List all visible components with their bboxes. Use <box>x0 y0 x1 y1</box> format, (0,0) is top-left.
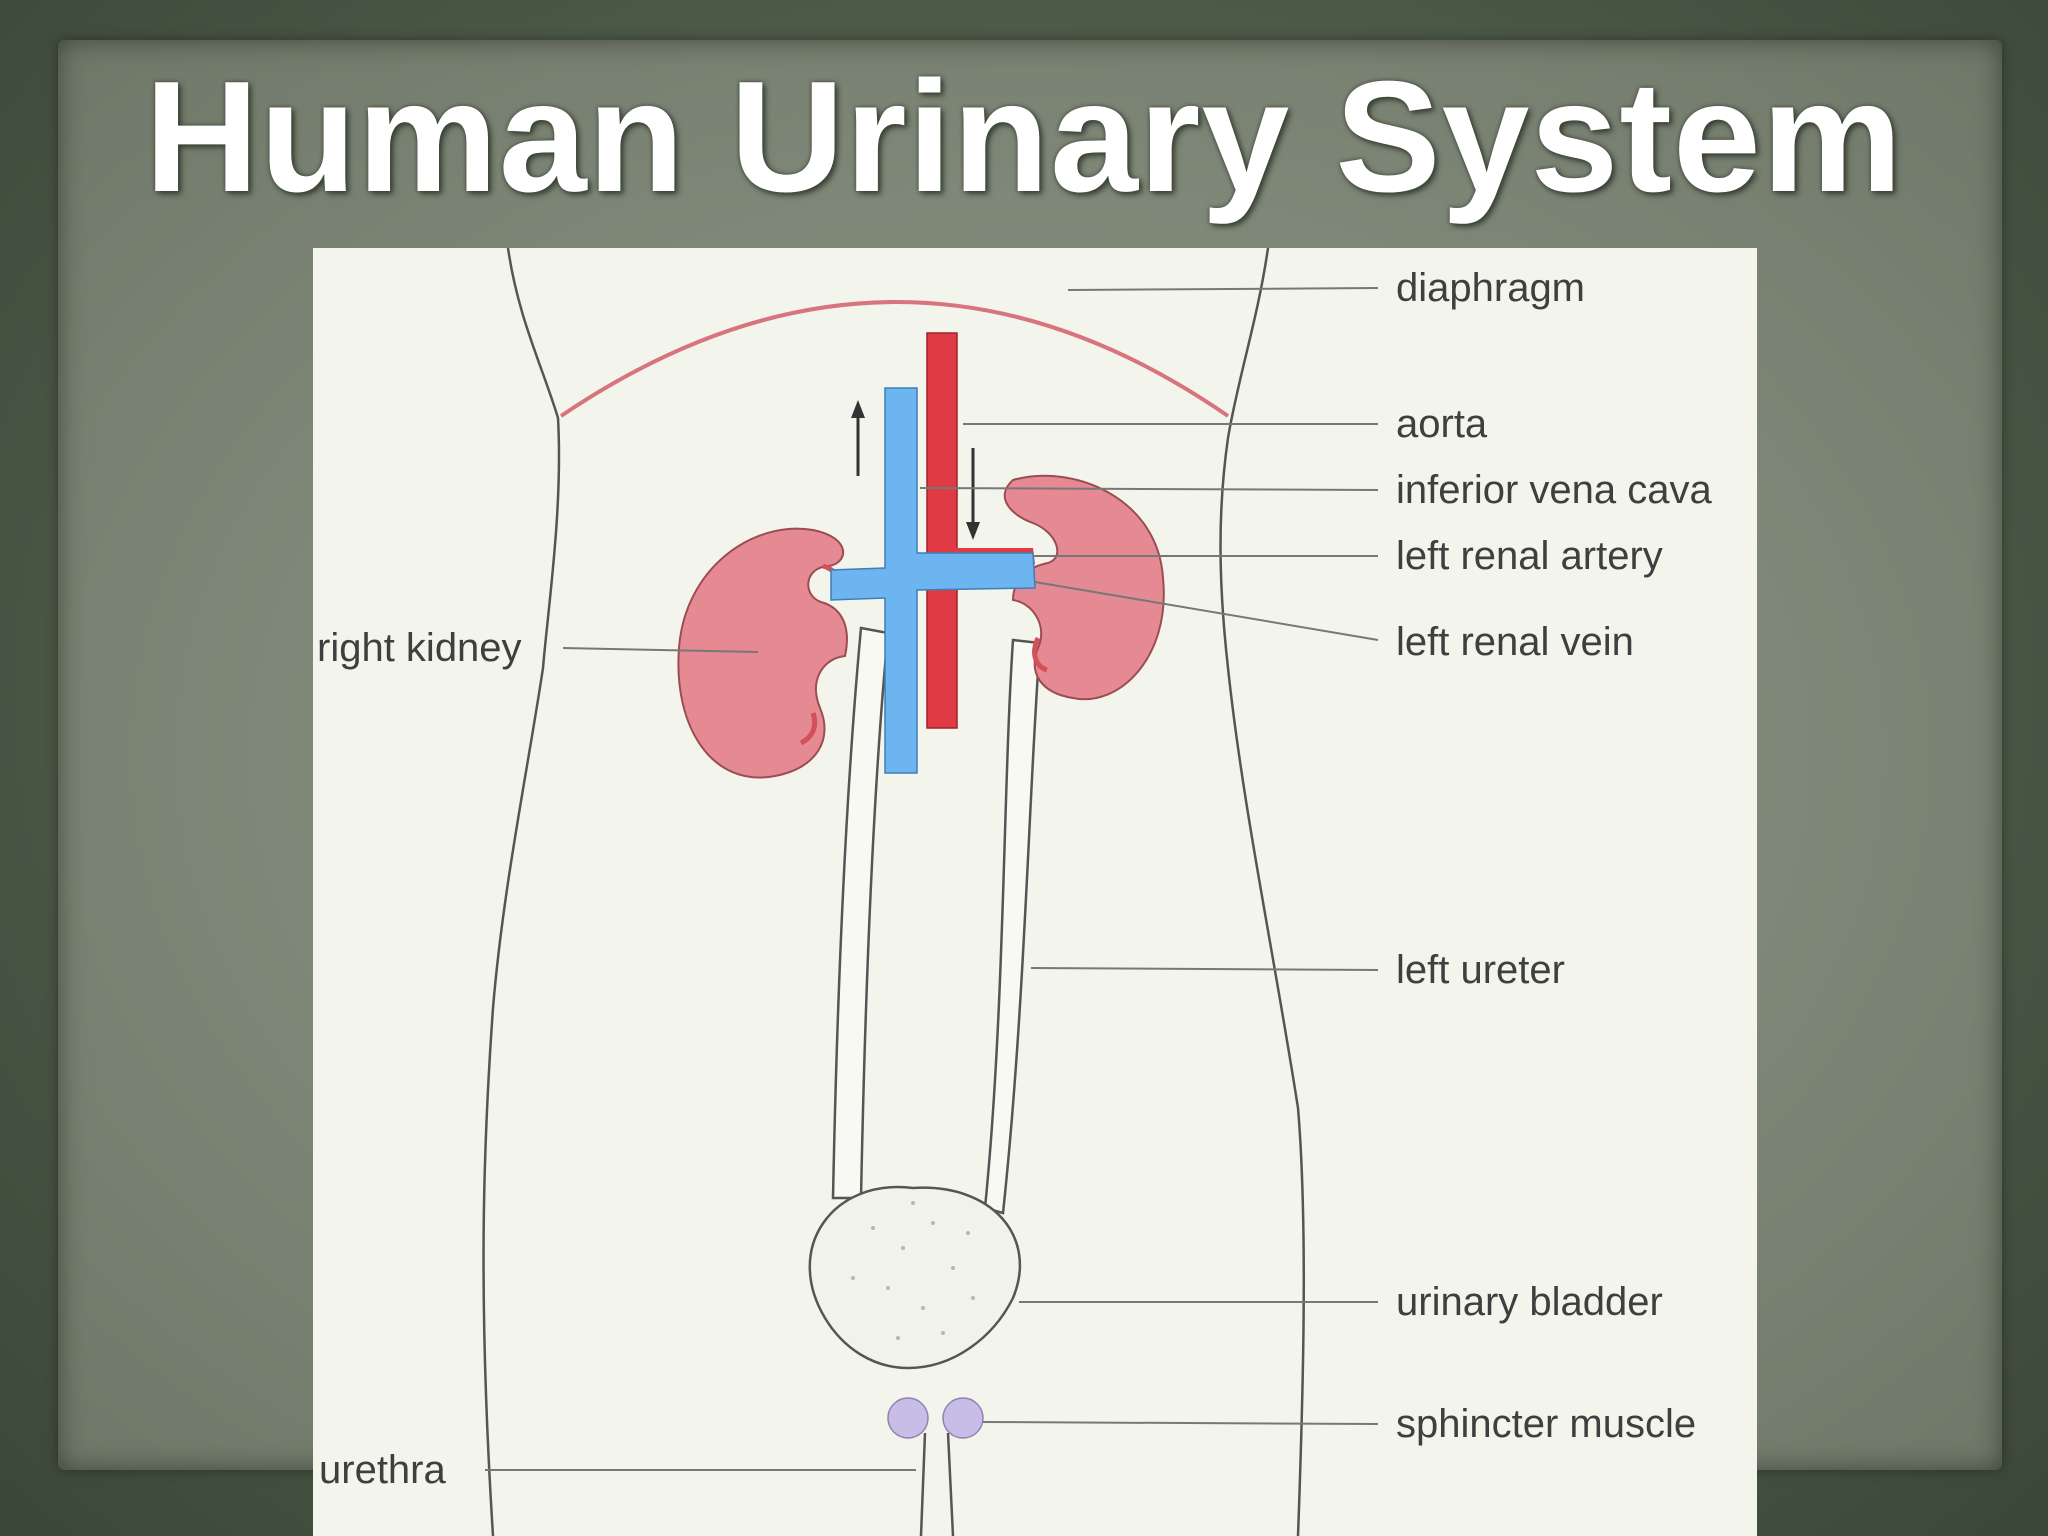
leader-vena-cava <box>920 488 1378 490</box>
leader-diaphragm <box>1068 288 1378 290</box>
right-kidney <box>678 529 847 778</box>
label-left-ureter: left ureter <box>1396 950 1565 990</box>
diagram-panel: diaphragm aorta inferior vena cava left … <box>313 248 1757 1536</box>
label-left-renal-artery: left renal artery <box>1396 536 1663 576</box>
label-urinary-bladder: urinary bladder <box>1396 1282 1663 1322</box>
slide-title: Human Urinary System <box>0 58 2048 216</box>
label-right-kidney: right kidney <box>317 628 522 668</box>
urinary-bladder-organ <box>810 1187 1020 1368</box>
label-sphincter-muscle: sphincter muscle <box>1396 1404 1696 1444</box>
label-aorta: aorta <box>1396 404 1487 444</box>
aorta-vessel <box>927 333 957 728</box>
urinary-system-diagram <box>313 248 1757 1536</box>
sphincter-left <box>888 1398 928 1438</box>
blood-up-arrow-head <box>851 400 865 418</box>
body-outline-left <box>484 248 559 1536</box>
label-diaphragm: diaphragm <box>1396 268 1585 308</box>
sphincter-right <box>943 1398 983 1438</box>
label-urethra: urethra <box>319 1450 446 1490</box>
urethra-tube <box>921 1433 953 1536</box>
label-left-renal-vein: left renal vein <box>1396 622 1634 662</box>
leader-ureter <box>1031 968 1378 970</box>
right-ureter <box>833 628 888 1198</box>
leader-sphincter <box>983 1422 1378 1424</box>
label-inferior-vena-cava: inferior vena cava <box>1396 470 1712 510</box>
blood-down-arrow-head <box>966 522 980 540</box>
left-ureter-tube <box>985 640 1040 1213</box>
body-outline-right <box>1221 248 1304 1536</box>
